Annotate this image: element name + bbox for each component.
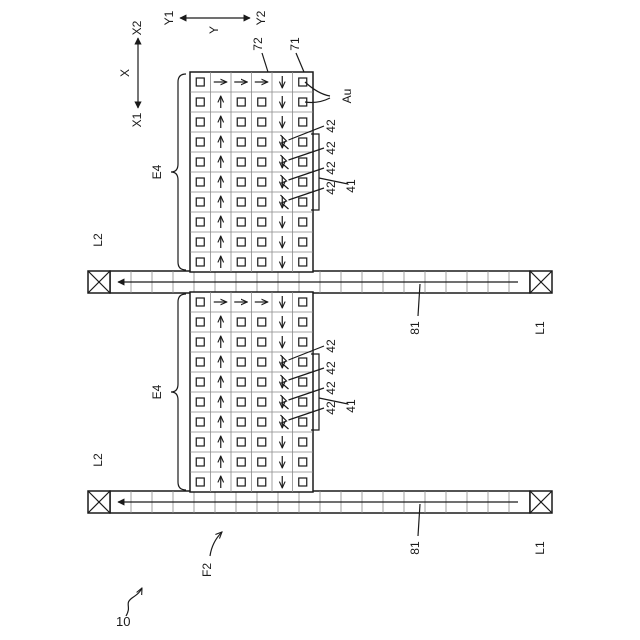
tip-label-upper: 42 xyxy=(324,161,338,175)
axis-vertical-positive-label: X2 xyxy=(130,20,144,35)
rail-end-label-lower: L2 xyxy=(91,453,105,467)
area-label-lower: E4 xyxy=(150,384,164,399)
axis-vertical-negative-label: X1 xyxy=(130,112,144,127)
rail-start-label-upper: L1 xyxy=(533,321,547,335)
tip-label-lower: 42 xyxy=(324,339,338,353)
tip-label-upper: 42 xyxy=(324,119,338,133)
area-brace-lower xyxy=(171,294,186,490)
fig-number-leader xyxy=(126,588,142,616)
rail-start-label-lower: L1 xyxy=(533,541,547,555)
rail-end-label-upper: L2 xyxy=(91,233,105,247)
line-label-lower: 81 xyxy=(408,541,422,555)
area-label-upper: E4 xyxy=(150,164,164,179)
axis-horizontal-positive-label: Y2 xyxy=(254,10,268,25)
tip-label-lower: 42 xyxy=(324,401,338,415)
column-label-b: 72 xyxy=(251,37,265,51)
region-leader xyxy=(210,532,222,556)
axis-horizontal-negative-label: Y1 xyxy=(162,10,176,25)
area-brace-upper xyxy=(171,74,186,270)
line-label-upper: 81 xyxy=(408,321,422,335)
column-label-a: 71 xyxy=(288,37,302,51)
bump-label: Au xyxy=(340,89,354,104)
axis-horizontal-label: Y xyxy=(207,26,221,34)
tip-label-upper: 42 xyxy=(324,141,338,155)
group-label-lower: 41 xyxy=(344,399,358,413)
axis-vertical-label: X xyxy=(118,69,132,77)
tip-label-lower: 42 xyxy=(324,361,338,375)
fig-number-label: 10 xyxy=(116,614,130,629)
region-label: F2 xyxy=(200,563,214,577)
column-leader-a xyxy=(296,53,304,72)
column-leader-b xyxy=(262,53,268,72)
group-label-upper: 41 xyxy=(344,179,358,193)
tip-label-lower: 42 xyxy=(324,381,338,395)
tip-label-upper: 42 xyxy=(324,181,338,195)
